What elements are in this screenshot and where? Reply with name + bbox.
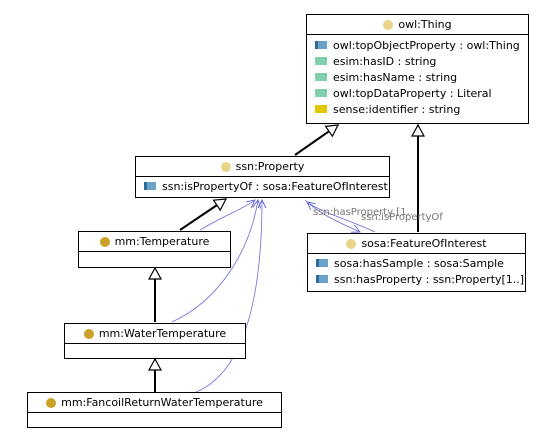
class-name: owl:Thing: [398, 18, 452, 31]
object-property-row[interactable]: ssn:isPropertyOf : sosa:FeatureOfInteres…: [144, 178, 389, 194]
generalization-property-to-thing: [294, 124, 338, 156]
object-property-row[interactable]: owl:topObjectProperty : owl:Thing: [315, 37, 528, 53]
object-property-row[interactable]: sosa:hasSample : sosa:Sample: [316, 255, 525, 271]
class-sosa-feature-of-interest[interactable]: sosa:FeatureOfInterest sosa:hasSample : …: [307, 233, 526, 292]
property-label: ssn:isPropertyOf : sosa:FeatureOfInteres…: [162, 179, 388, 193]
data-property-icon: [315, 57, 327, 65]
class-header: mm:Temperature: [79, 232, 230, 252]
class-name: sosa:FeatureOfInterest: [361, 237, 487, 250]
annotation-property-row[interactable]: sense:identifier : string: [315, 101, 528, 117]
class-header: mm:WaterTemperature: [65, 324, 245, 344]
object-property-row[interactable]: ssn:hasProperty : ssn:Property[1..]: [316, 271, 525, 287]
class-name: ssn:Property: [235, 160, 305, 173]
generalization-temperature-to-property: [179, 198, 226, 231]
annotation-property-icon: [315, 105, 327, 113]
class-header: sosa:FeatureOfInterest: [308, 234, 525, 254]
edge-label-is-property-of: ssn:isPropertyOf: [361, 212, 443, 223]
class-ssn-property[interactable]: ssn:Property ssn:isPropertyOf : sosa:Fea…: [135, 156, 390, 198]
association-fancoil-to-property: [195, 200, 262, 393]
data-property-row[interactable]: esim:hasName : string: [315, 69, 528, 85]
property-label: esim:hasName : string: [333, 70, 458, 84]
class-icon: [99, 236, 110, 247]
class-header: owl:Thing: [307, 15, 528, 35]
class-name: mm:WaterTemperature: [98, 327, 227, 340]
object-property-icon: [144, 182, 156, 190]
class-icon: [383, 19, 394, 30]
class-header: mm:FancoilReturnWaterTemperature: [28, 393, 281, 413]
property-label: sense:identifier : string: [333, 102, 461, 116]
edge-label-has-property: ssn:hasProperty [1..: [313, 207, 413, 218]
class-mm-fancoil-return-water-temperature[interactable]: mm:FancoilReturnWaterTemperature: [27, 392, 282, 428]
class-mm-water-temperature[interactable]: mm:WaterTemperature: [64, 323, 246, 359]
class-icon: [220, 161, 231, 172]
class-icon: [83, 328, 94, 339]
class-owl-thing[interactable]: owl:Thing owl:topObjectProperty : owl:Th…: [306, 14, 529, 124]
class-header: ssn:Property: [136, 157, 389, 177]
class-icon: [346, 238, 357, 249]
class-icon: [46, 397, 57, 408]
class-name: mm:Temperature: [114, 235, 210, 248]
data-property-row[interactable]: owl:topDataProperty : Literal: [315, 85, 528, 101]
data-property-icon: [315, 89, 327, 97]
property-label: owl:topObjectProperty : owl:Thing: [333, 38, 520, 52]
class-name: mm:FancoilReturnWaterTemperature: [61, 396, 263, 409]
object-property-icon: [315, 41, 327, 49]
property-label: ssn:hasProperty : ssn:Property[1..]: [334, 272, 525, 286]
property-label: owl:topDataProperty : Literal: [333, 86, 492, 100]
property-label: esim:hasID : string: [333, 54, 437, 68]
property-label: sosa:hasSample : sosa:Sample: [334, 256, 504, 270]
object-property-icon: [316, 259, 328, 267]
object-property-icon: [316, 275, 328, 283]
class-mm-temperature[interactable]: mm:Temperature: [78, 231, 231, 268]
data-property-row[interactable]: esim:hasID : string: [315, 53, 528, 69]
data-property-icon: [315, 73, 327, 81]
association-temperature-to-property: [199, 200, 255, 231]
